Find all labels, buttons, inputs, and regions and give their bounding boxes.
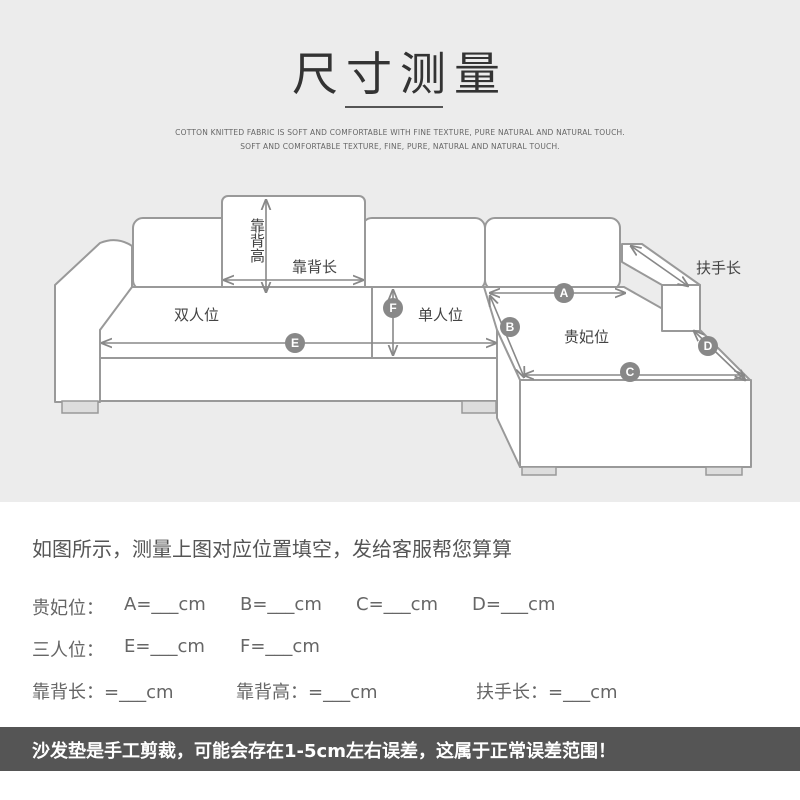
marker-a: A: [554, 283, 574, 303]
field-b[interactable]: B=___cm: [240, 594, 322, 615]
notice-banner: 沙发垫是手工剪裁，可能会存在1-5cm左右误差，这属于正常误差范围！: [0, 727, 800, 771]
label-chaise: 贵妃位: [564, 328, 609, 346]
svg-text:F: F: [389, 301, 396, 315]
seat-double: [99, 286, 376, 359]
notice-text: 沙发垫是手工剪裁，可能会存在1-5cm左右误差，这属于正常误差范围！: [32, 741, 616, 762]
marker-e: E: [285, 333, 305, 353]
subtitle-line-2: SOFT AND COMFORTABLE TEXTURE, FINE, PURE…: [240, 142, 560, 151]
label-back-length: 靠背长: [292, 258, 337, 276]
field-back-length[interactable]: 靠背长：=___cm: [32, 682, 174, 703]
svg-text:B: B: [506, 320, 515, 334]
leg: [61, 400, 99, 414]
label-back-height: 靠背高: [248, 218, 266, 263]
label-single-seat: 单人位: [418, 306, 463, 324]
page-title: 尺寸测量: [292, 47, 508, 101]
field-armrest[interactable]: 扶手长：=___cm: [476, 682, 618, 703]
marker-b: B: [500, 317, 520, 337]
svg-text:A: A: [560, 286, 569, 300]
marker-d: D: [698, 336, 718, 356]
chaise-label: 贵妃位：: [32, 598, 104, 619]
label-double-seat: 双人位: [174, 306, 219, 324]
svg-text:D: D: [704, 339, 713, 353]
base-front: [99, 357, 498, 402]
pillow: [221, 195, 366, 297]
three-seat-label: 三人位：: [32, 640, 104, 661]
field-f[interactable]: F=___cm: [240, 636, 320, 657]
svg-text:E: E: [291, 336, 299, 350]
field-back-height[interactable]: 靠背高：=___cm: [236, 682, 378, 703]
sofa-measurement-diagram: A B C D E F 靠背高 靠背长 双人位 单人位 贵妃位 扶手长: [54, 195, 752, 476]
subtitle-line-1: COTTON KNITTED FABRIC IS SOFT AND COMFOR…: [175, 128, 625, 137]
field-c[interactable]: C=___cm: [356, 594, 439, 615]
svg-text:C: C: [626, 365, 635, 379]
title-underline: [345, 106, 443, 108]
leg: [521, 466, 557, 476]
instruction-text: 如图所示，测量上图对应位置填空，发给客服帮您算算: [32, 537, 512, 561]
marker-f: F: [383, 298, 403, 318]
back-cushion-middle: [361, 217, 486, 291]
chaise-front: [519, 379, 752, 468]
right-armrest-front: [661, 284, 701, 332]
arrow-armrest: [631, 246, 688, 286]
label-armrest-length: 扶手长: [696, 259, 741, 277]
leg: [461, 400, 497, 414]
back-cushion-right: [484, 217, 621, 291]
field-d[interactable]: D=___cm: [472, 594, 556, 615]
marker-c: C: [620, 362, 640, 382]
field-a[interactable]: A=___cm: [124, 594, 206, 615]
leg: [705, 466, 743, 476]
chaise-seat: [483, 286, 751, 381]
field-e[interactable]: E=___cm: [124, 636, 205, 657]
